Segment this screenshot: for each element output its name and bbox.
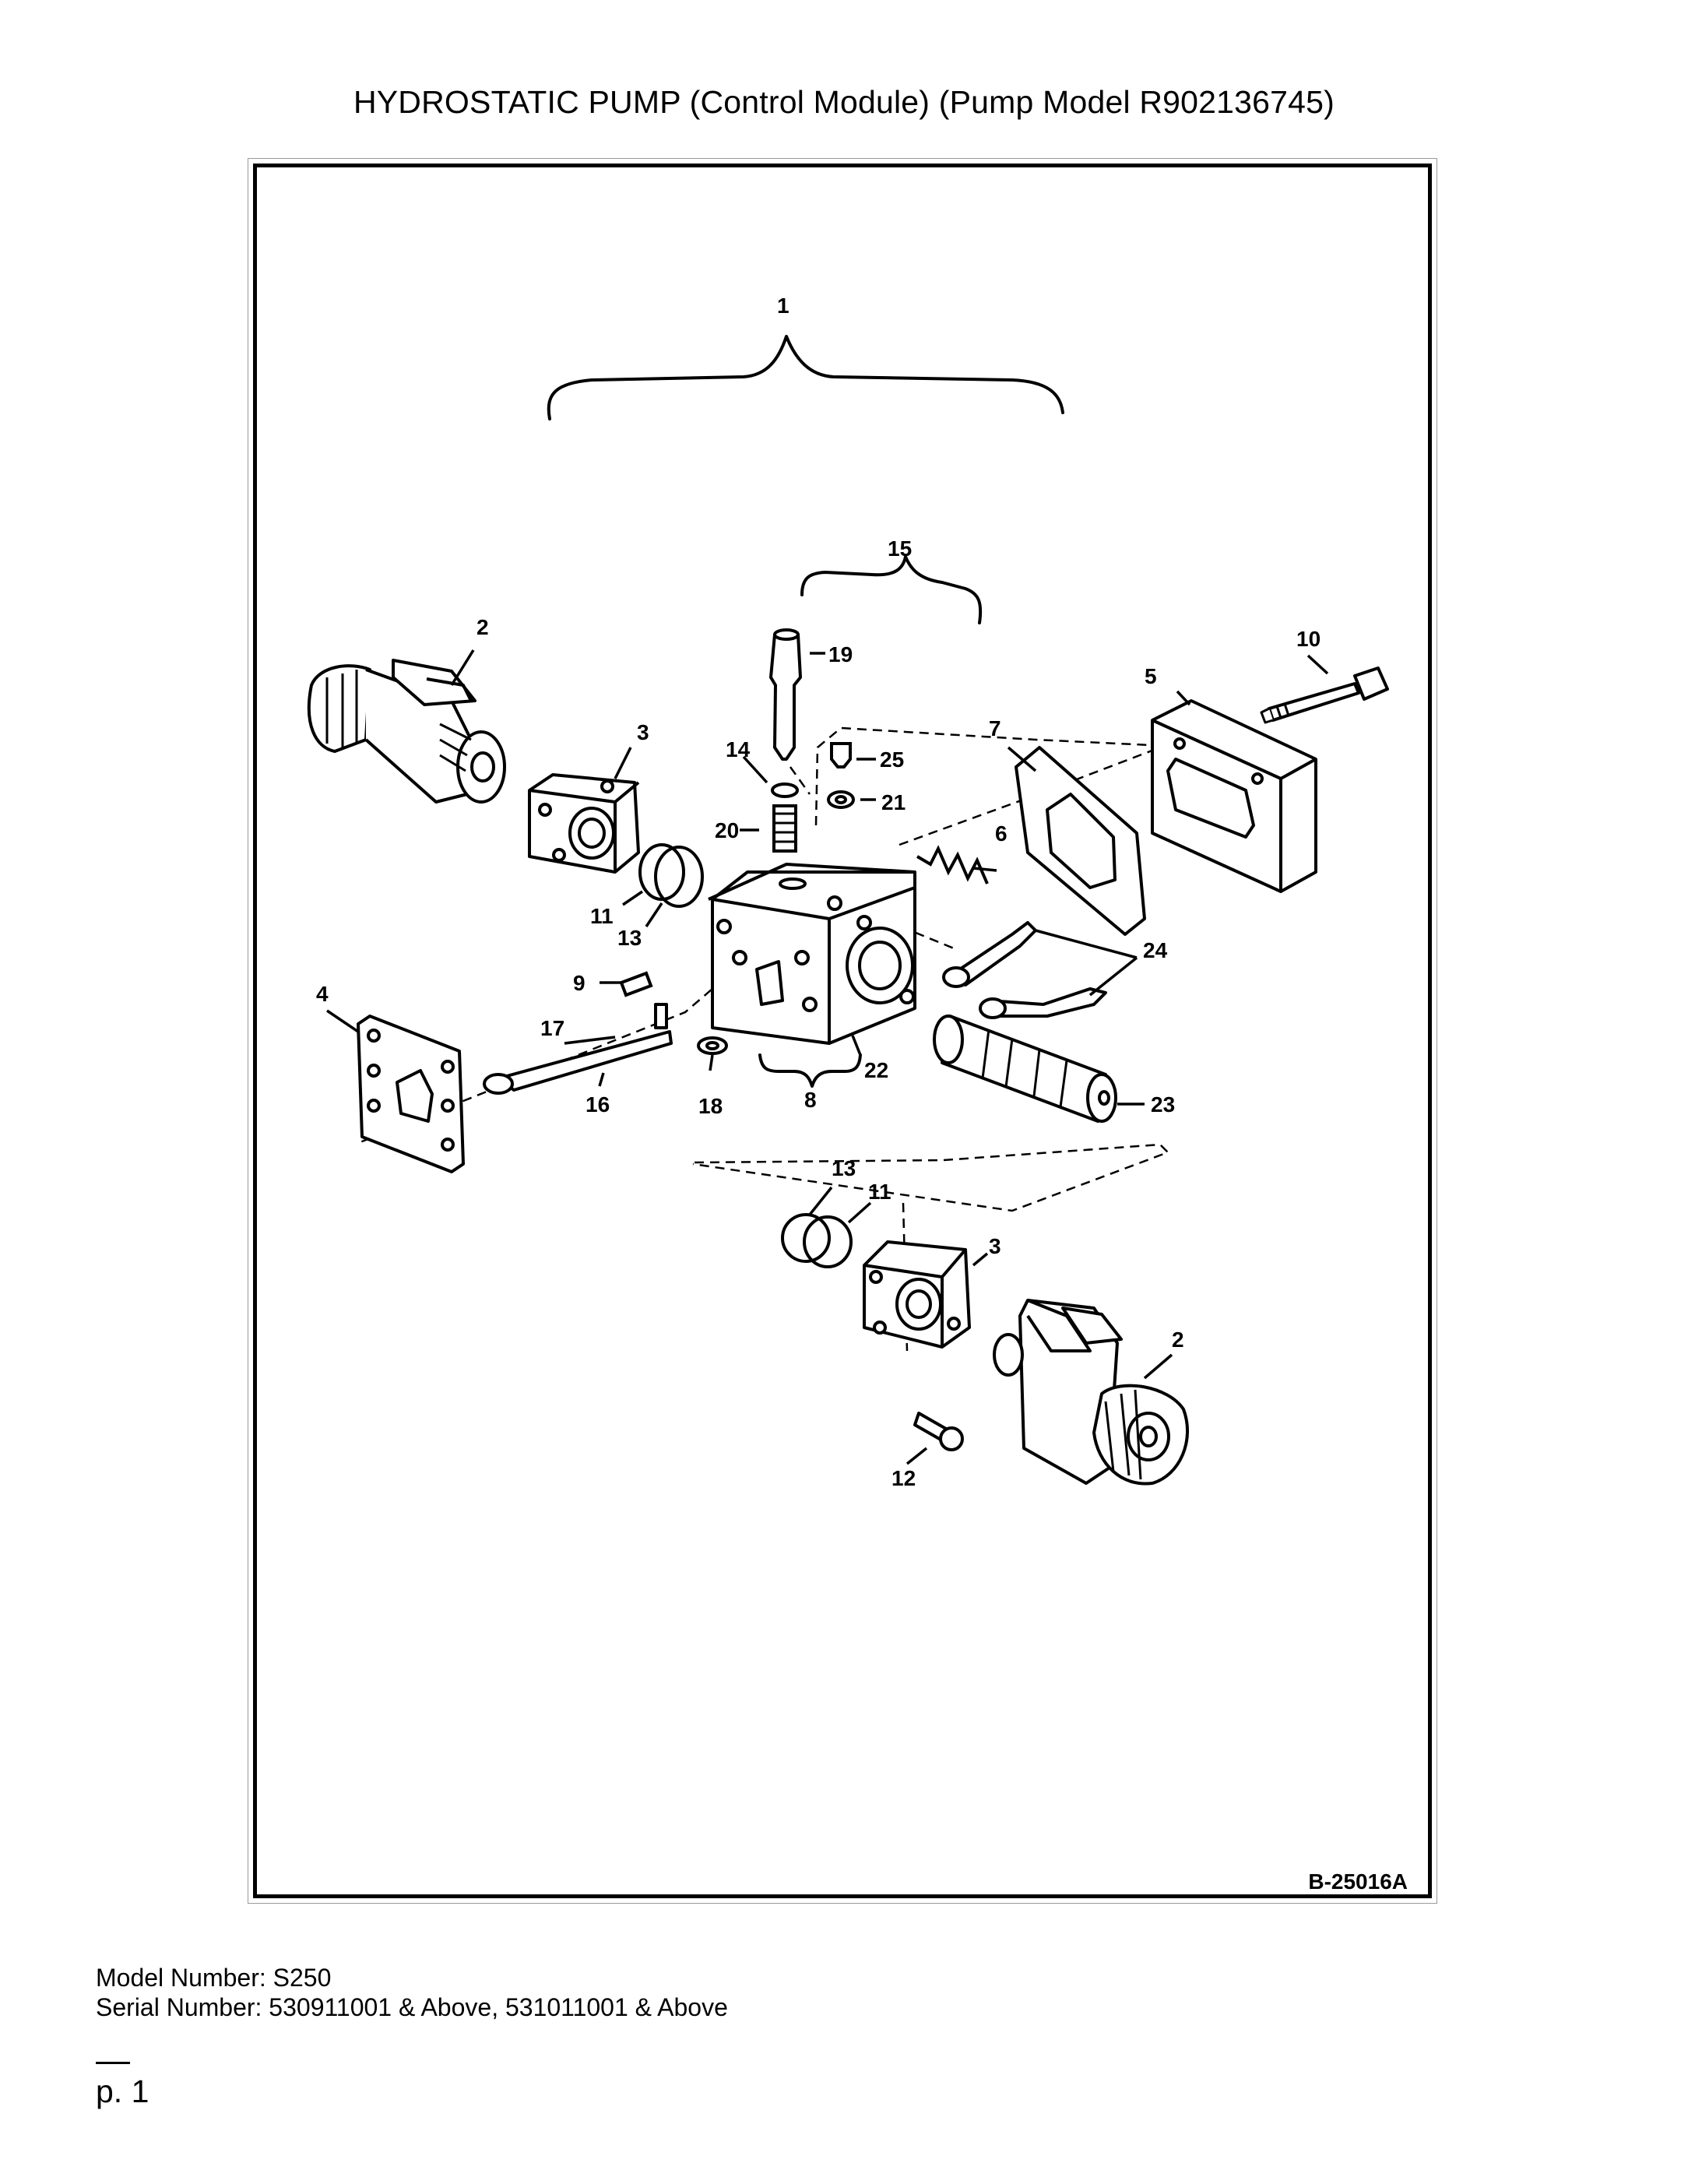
callout-18: 18	[698, 1094, 723, 1118]
gasket-part-7	[1015, 746, 1146, 936]
callout-7: 7	[989, 716, 1001, 740]
callout-5: 5	[1145, 664, 1157, 688]
plug-part-25	[830, 742, 852, 768]
gasket-part-4	[357, 1015, 465, 1173]
cover-part-5	[1151, 699, 1317, 893]
callout-17: 17	[540, 1016, 564, 1040]
callout-8: 8	[804, 1088, 817, 1112]
callout-16: 16	[586, 1092, 610, 1117]
callout-4: 4	[316, 982, 329, 1006]
washer-part-21	[827, 790, 855, 809]
figure-code: B-25016A	[1308, 1869, 1408, 1894]
washer-part-18	[697, 1036, 728, 1055]
model-number: Model Number: S250	[96, 1964, 332, 1992]
linkage-part-24	[942, 921, 1107, 1019]
diagram-frame	[248, 158, 1437, 1904]
callout-11-upper: 11	[590, 904, 614, 928]
spring-part-20	[772, 804, 797, 853]
bolt-part-12	[913, 1412, 964, 1451]
page-number: p. 1	[96, 2073, 149, 2109]
callout-10: 10	[1296, 627, 1321, 651]
callout-21: 21	[881, 790, 906, 814]
shaft-part-23	[933, 1015, 1117, 1123]
diagram-border	[253, 164, 1432, 1898]
callout-24: 24	[1143, 938, 1168, 962]
plate-part-3-upper	[528, 773, 640, 874]
ring-part-14	[771, 783, 799, 798]
callout-2-lower: 2	[1172, 1328, 1184, 1352]
callout-6: 6	[995, 821, 1008, 846]
callout-11-lower: 11	[868, 1180, 891, 1204]
spool-part-19	[769, 628, 802, 761]
callout-19: 19	[828, 642, 853, 666]
lever-part-16	[483, 1003, 673, 1095]
callout-15: 15	[888, 536, 912, 561]
spring-part-6	[916, 845, 989, 885]
callout-13-upper: 13	[617, 926, 642, 950]
callout-12: 12	[891, 1466, 916, 1490]
callout-2-upper: 2	[477, 615, 489, 639]
solenoid-part-2-upper	[307, 659, 506, 804]
callout-14: 14	[726, 737, 751, 761]
callout-1: 1	[777, 294, 789, 318]
callout-3-upper: 3	[637, 720, 649, 744]
callout-23: 23	[1151, 1092, 1175, 1117]
footer-rule	[96, 2062, 130, 2064]
callout-25: 25	[880, 747, 904, 772]
plate-part-3-lower	[863, 1240, 971, 1349]
callout-9: 9	[573, 971, 586, 995]
callout-22: 22	[864, 1058, 888, 1082]
brace-1	[547, 335, 1064, 420]
o-ring-parts-11-13-lower	[781, 1213, 853, 1268]
callout-3-lower: 3	[989, 1234, 1001, 1258]
valve-body-part-22	[708, 863, 916, 1045]
brace-8	[758, 1053, 862, 1088]
o-ring-parts-11-13-upper	[638, 843, 704, 908]
solenoid-part-2-lower	[993, 1299, 1189, 1486]
page-title: HYDROSTATIC PUMP (Control Module) (Pump …	[353, 84, 1335, 120]
pin-part-9	[619, 971, 653, 997]
bolt-part-10	[1260, 666, 1389, 724]
callout-20: 20	[715, 818, 739, 842]
brace-15	[800, 555, 983, 624]
callout-13-lower: 13	[832, 1156, 856, 1180]
serial-number: Serial Number: 530911001 & Above, 531011…	[96, 1993, 728, 2021]
